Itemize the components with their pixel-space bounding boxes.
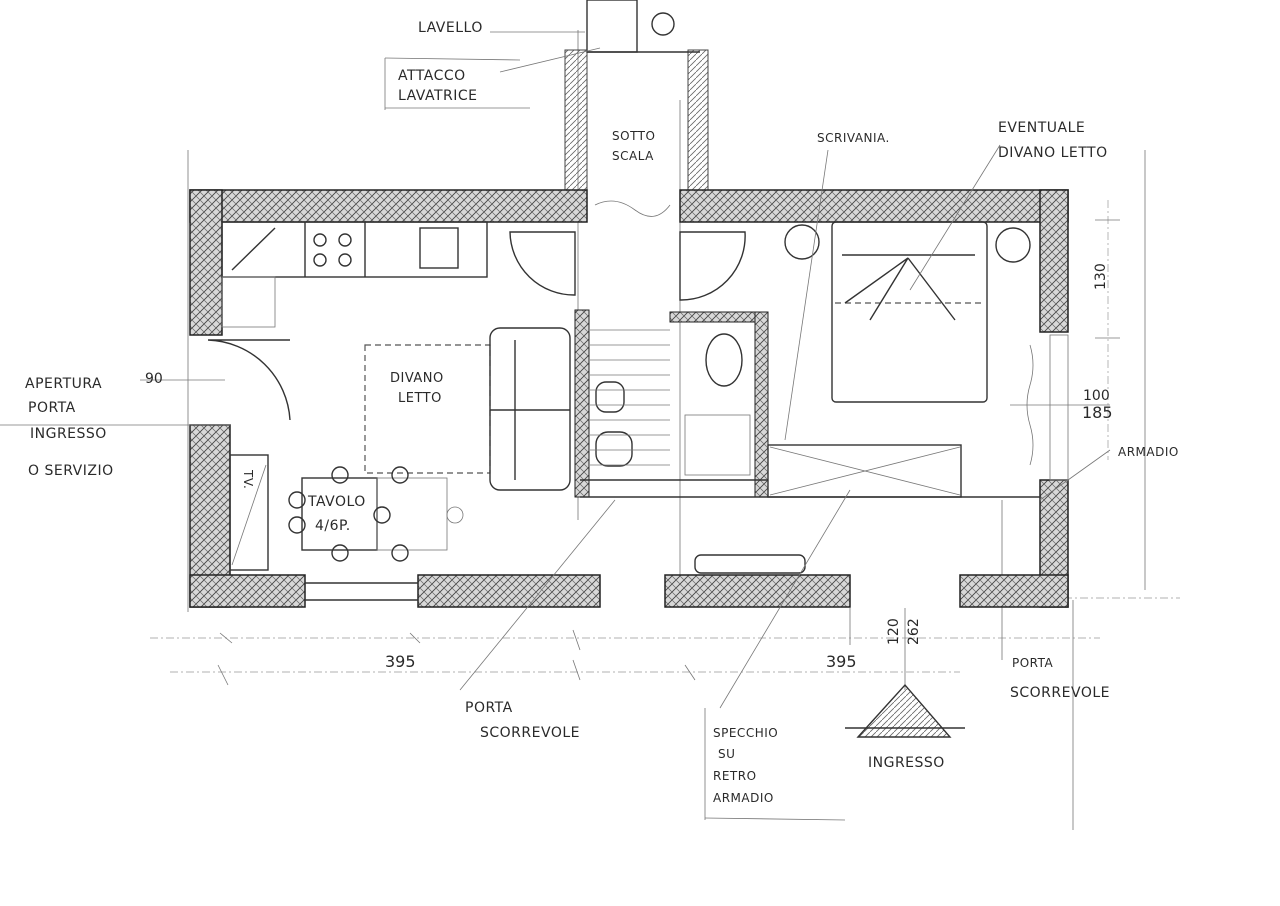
label-scrivania: SCRIVANIA. xyxy=(817,131,890,145)
dimension-bottom-left-395: 395 xyxy=(385,652,416,671)
entrance-marker-icon xyxy=(845,683,965,738)
dimension-door-width: 90 xyxy=(145,371,163,387)
living-furniture xyxy=(229,327,571,571)
label-tv: TV. xyxy=(241,469,255,489)
stair-shaft xyxy=(564,0,709,217)
label-lavello: LAVELLO xyxy=(418,20,483,36)
label-divano-2: LETTO xyxy=(398,391,442,406)
label-porta-scorrevole-1a: PORTA xyxy=(465,700,513,716)
dimension-120: 120 xyxy=(886,618,902,645)
label-apertura-2: PORTA xyxy=(28,400,76,416)
label-ingresso: INGRESSO xyxy=(868,755,945,771)
label-specchio-3: RETRO xyxy=(713,769,757,783)
label-apertura-3: INGRESSO xyxy=(30,426,107,442)
label-eventuale-2: DIVANO LETTO xyxy=(998,145,1108,161)
label-tavolo-1: TAVOLO xyxy=(307,494,366,510)
leader-lines xyxy=(0,31,1111,821)
exterior-walls xyxy=(189,189,1069,608)
dimension-bottom-right-395: 395 xyxy=(826,652,857,671)
label-porta-scorrevole-2b: SCORREVOLE xyxy=(1010,685,1110,701)
label-porta-scorrevole-2a: PORTA xyxy=(1012,656,1054,670)
label-apertura-1: APERTURA xyxy=(25,376,102,392)
label-eventuale-1: EVENTUALE xyxy=(998,120,1085,136)
label-attacco-2: LAVATRICE xyxy=(398,88,478,104)
label-tavolo-2: 4/6P. xyxy=(315,518,351,534)
label-apertura-4: O SERVIZIO xyxy=(28,463,114,479)
dimension-100: 100 xyxy=(1083,388,1110,404)
dimension-130: 130 xyxy=(1093,263,1109,290)
label-sotto-2: SCALA xyxy=(612,149,654,163)
label-specchio-2: SU xyxy=(718,747,735,761)
label-sotto-1: SOTTO xyxy=(612,129,655,143)
dimension-262: 262 xyxy=(906,618,922,645)
entry-door-swing xyxy=(207,339,291,421)
dimension-185: 185 xyxy=(1082,403,1113,422)
bathroom xyxy=(509,231,769,498)
label-specchio-1: SPECCHIO xyxy=(713,726,778,740)
kitchen xyxy=(221,221,488,328)
label-armadio: ARMADIO xyxy=(1118,445,1179,459)
label-specchio-4: ARMADIO xyxy=(713,791,774,805)
label-attacco-1: ATTACCO xyxy=(398,68,466,84)
label-divano-1: DIVANO xyxy=(390,371,444,386)
label-porta-scorrevole-1b: SCORREVOLE xyxy=(480,725,580,741)
bedroom xyxy=(694,221,1069,574)
